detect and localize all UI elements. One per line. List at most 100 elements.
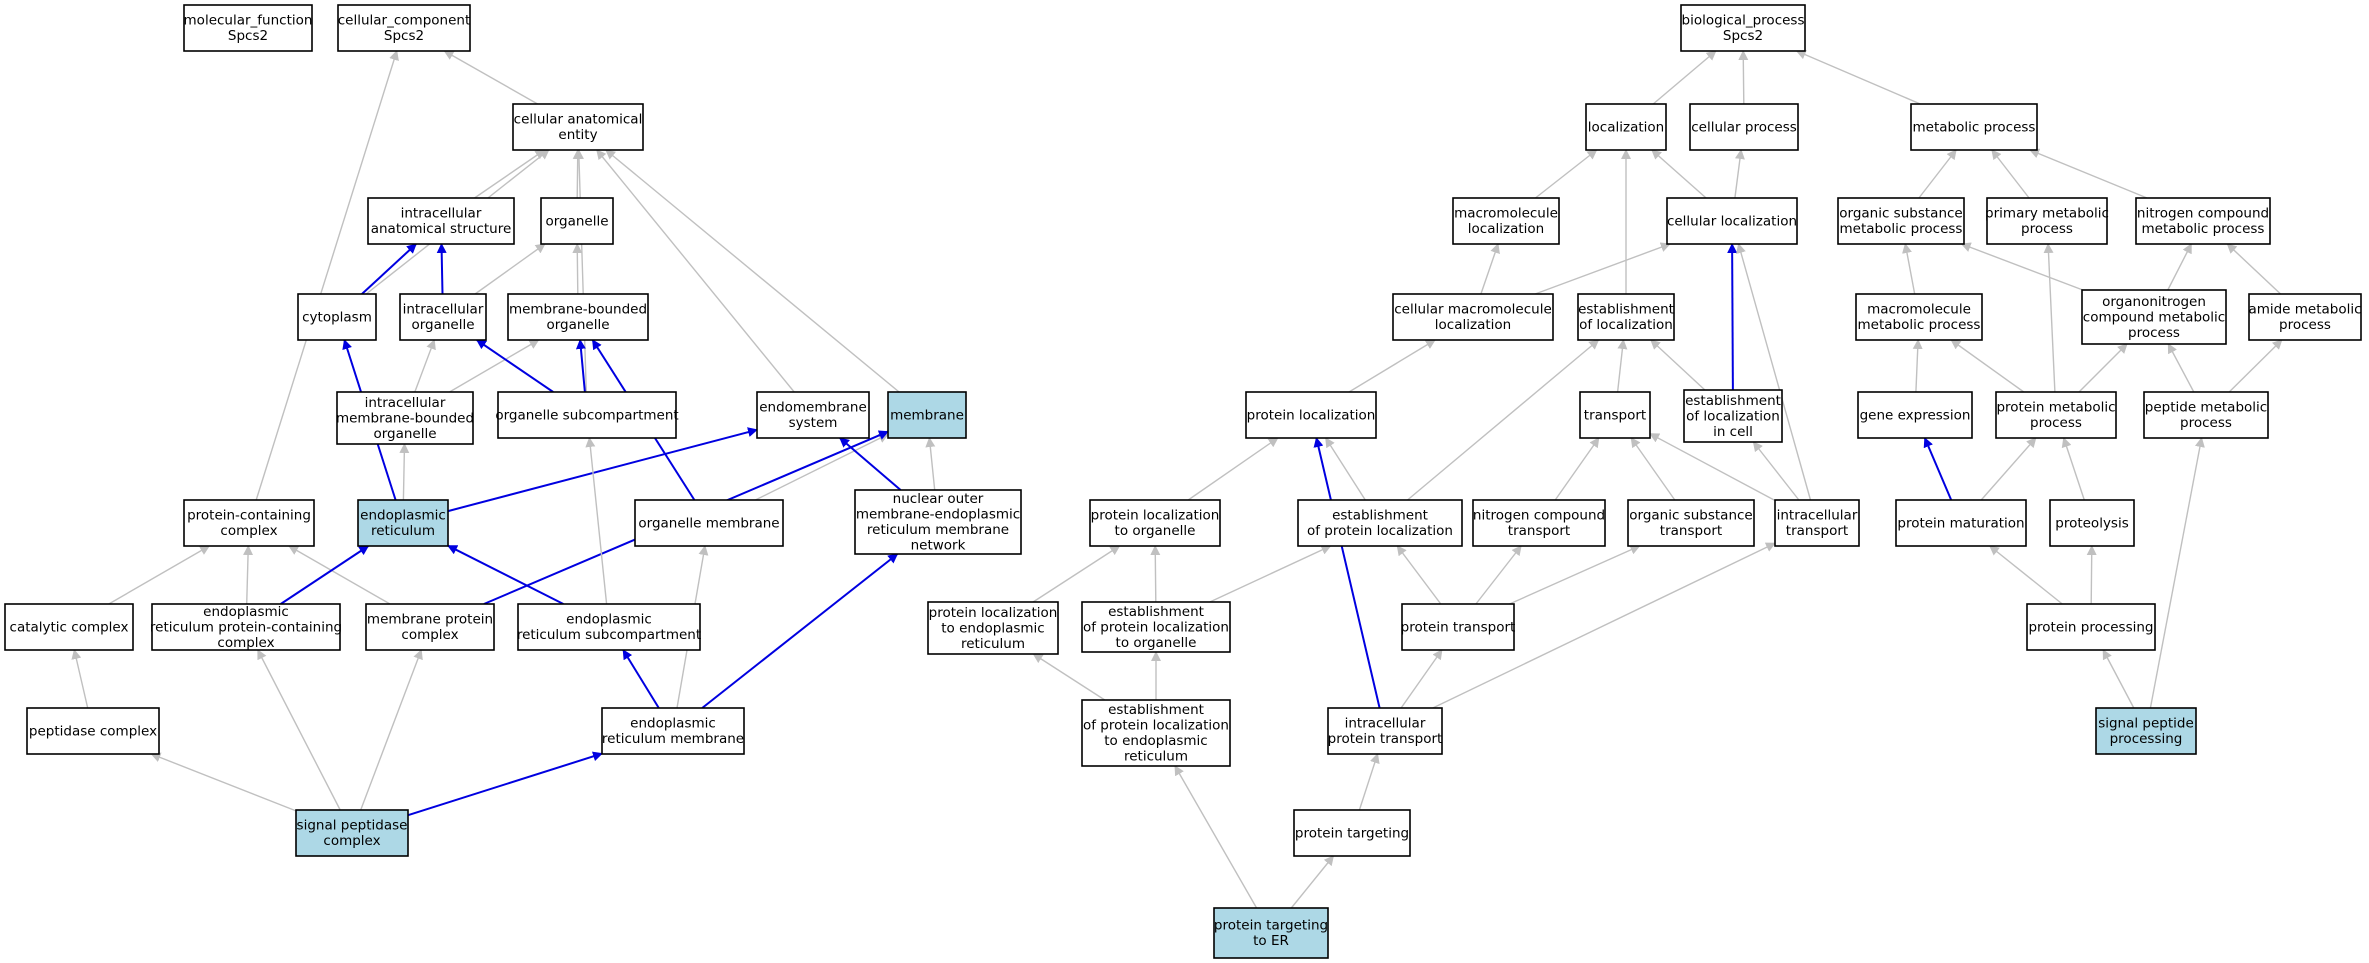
node-organelle[interactable]: organelle [540, 197, 614, 245]
node-label-line: process [2279, 317, 2331, 333]
node-box [756, 391, 870, 439]
edge-organonitrogen-compound-metabolic-process-to-nitrogen-compound-metabolic-process [2167, 243, 2192, 291]
edge-line [1187, 437, 1279, 501]
edge-line [1554, 437, 1600, 501]
edge-intracellular-protein-transport-to-protein-transport [1400, 649, 1443, 709]
node-nuclear-outer-membrane-er-network[interactable]: nuclear outermembrane-endoplasmicreticul… [854, 489, 1022, 555]
node-protein-localization[interactable]: protein localization [1245, 391, 1377, 439]
node-label-line: metabolic process [1840, 221, 1963, 237]
node-protein-maturation[interactable]: protein maturation [1895, 499, 2027, 547]
node-label-line: of localization [1579, 317, 1673, 333]
node-box [854, 489, 1022, 555]
edge-line [449, 339, 540, 393]
node-cytoplasm[interactable]: cytoplasm [297, 293, 377, 341]
node-label-line: membrane-endoplasmic [856, 507, 1020, 523]
edge-line [925, 437, 936, 491]
edge-organelle-subcompartment-to-membrane-bounded-organelle [575, 339, 586, 393]
node-localization[interactable]: localization [1585, 103, 1667, 151]
node-label-line: nuclear outer [893, 491, 984, 507]
node-cellular-process[interactable]: cellular process [1689, 103, 1799, 151]
edge-line [280, 545, 370, 605]
node-gene-expression[interactable]: gene expression [1857, 391, 1973, 439]
node-protein-targeting[interactable]: protein targeting [1293, 809, 1411, 857]
node-box [336, 391, 474, 445]
edge-line [1923, 437, 1953, 501]
edge-line [1652, 50, 1717, 105]
node-label-line: compound metabolic [2083, 309, 2225, 325]
edge-line [2102, 649, 2135, 709]
node-label-line: intracellular [403, 302, 484, 318]
node-protein-processing[interactable]: protein processing [2026, 603, 2156, 651]
node-label-line: organic substance [1629, 508, 1752, 524]
node-organelle-subcompartment[interactable]: organelle subcompartment [495, 391, 679, 439]
edge-line [1475, 545, 1522, 605]
node-catalytic-complex[interactable]: catalytic complex [4, 603, 134, 651]
node-label-line: Spcs2 [1723, 28, 1763, 44]
edge-amide-metabolic-process-to-nitrogen-compound-metabolic-process [2226, 243, 2282, 295]
edge-protein-targeting-to-er-to-establishment-of-protein-localization-to-er [1174, 765, 1258, 909]
node-metabolic-process[interactable]: metabolic process [1910, 103, 2038, 151]
node-organelle-membrane[interactable]: organelle membrane [634, 499, 784, 547]
node-proteolysis[interactable]: proteolysis [2049, 499, 2135, 547]
node-box [1472, 499, 1606, 547]
node-label-line: membrane-bounded [509, 302, 647, 318]
node-box [2081, 289, 2227, 345]
node-box [1213, 907, 1329, 959]
node-transport[interactable]: transport [1579, 391, 1651, 439]
node-label-line: endoplasmic [566, 612, 652, 628]
edge-intracellular-transport-to-transport [1649, 433, 1776, 502]
node-protein-transport[interactable]: protein transport [1401, 603, 1516, 651]
node-cellular-localization[interactable]: cellular localization [1666, 197, 1798, 245]
node-label-line: reticulum protein-containing [150, 619, 342, 635]
edge-line [1912, 339, 1923, 393]
node-box [357, 499, 449, 547]
edge-organonitrogen-compound-metabolic-process-to-organic-substance-metabolic-process [1960, 242, 2084, 291]
node-membrane[interactable]: membrane [887, 391, 967, 439]
node-label-line: establishment [1332, 508, 1428, 524]
node-peptidase-complex[interactable]: peptidase complex [26, 707, 160, 755]
node-label-line: signal peptide [2098, 716, 2194, 732]
node-box [601, 707, 745, 755]
edge-line [1348, 339, 1436, 393]
node-label-line: biological_process [1682, 13, 1805, 29]
